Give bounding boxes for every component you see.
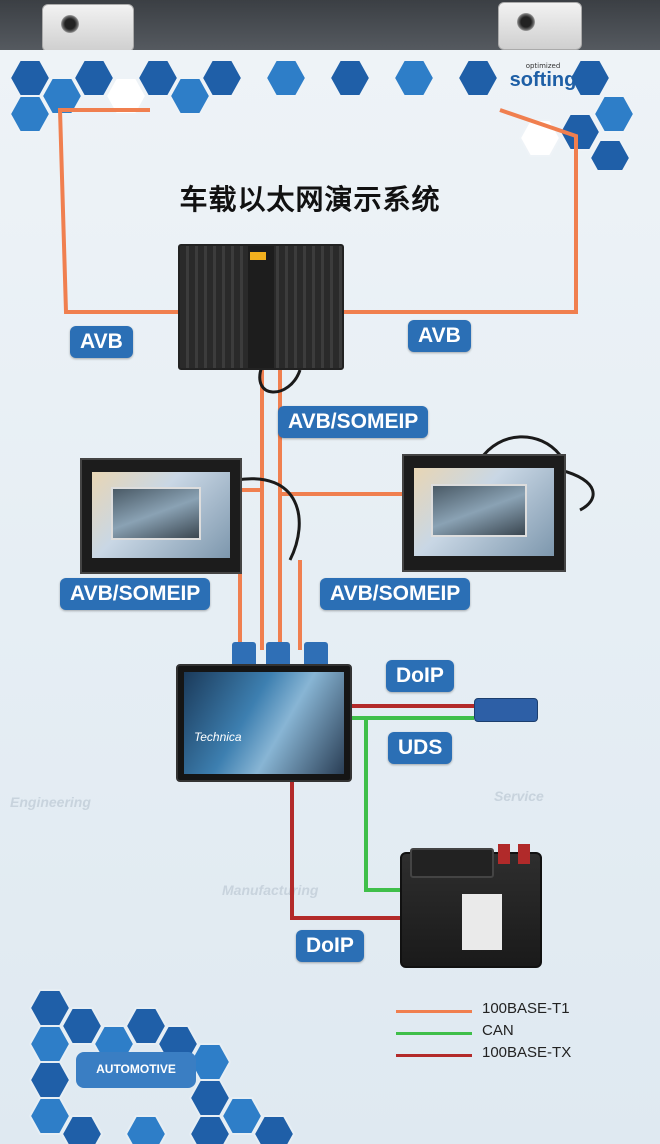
legend-label: CAN	[482, 1022, 514, 1039]
gateway-sticker	[250, 252, 266, 260]
ethernet-gateway-device	[178, 244, 344, 370]
hexagon-pattern-top	[8, 59, 636, 170]
label-avb-right: AVB	[408, 320, 471, 352]
bg-word-engineering: Engineering	[10, 794, 91, 810]
camera-left	[42, 4, 134, 52]
ecu-device	[400, 844, 542, 968]
display-screen-right	[402, 454, 566, 572]
connector-blue-3	[304, 642, 328, 668]
tablet-brand-text: Technica	[194, 730, 242, 744]
cable-black-left-screen	[235, 477, 301, 561]
wire-tx-to-ecu	[290, 778, 400, 920]
bg-word-manufacturing: Manufacturing	[222, 882, 319, 898]
screen-left-video	[111, 487, 201, 540]
label-doip-top: DoIP	[386, 660, 454, 692]
display-screen-left	[80, 458, 242, 574]
connector-blue-2	[266, 642, 290, 668]
logo-tagline: optimized	[525, 62, 561, 70]
bg-word-service: Service	[494, 788, 544, 804]
page-title: 车载以太网演示系统	[179, 183, 441, 216]
camera-right	[498, 2, 582, 50]
softing-logo: optimized softing	[506, 62, 580, 90]
label-avb-someip-left: AVB/SOMEIP	[60, 578, 211, 610]
label-doip-bottom: DoIP	[296, 930, 364, 962]
automotive-badge: AUTOMOTIVE	[76, 1052, 196, 1088]
legend-label: 100BASE-TX	[482, 1044, 572, 1061]
cable-black-gateway	[258, 365, 302, 394]
label-avb-someip-center: AVB/SOMEIP	[278, 406, 429, 438]
legend-label: 100BASE-T1	[482, 1000, 570, 1017]
automotive-title: AUTOMOTIVE	[96, 1062, 176, 1076]
label-avb-left: AVB	[70, 326, 133, 358]
cable-black-right-top	[478, 435, 562, 461]
ecu-label-tag	[462, 894, 502, 950]
logo-brand: softing	[509, 69, 577, 91]
technica-tablet: Technica	[176, 664, 352, 782]
cable-black-right-screen	[559, 468, 595, 512]
legend-swatch-t1	[396, 1010, 472, 1013]
legend-swatch-tx	[396, 1054, 472, 1057]
label-avb-someip-right: AVB/SOMEIP	[320, 578, 471, 610]
wire-can-to-ecu	[364, 718, 400, 892]
label-uds: UDS	[388, 732, 453, 764]
wire-t1-left-loop	[57, 108, 178, 314]
can-dongle-device	[474, 698, 538, 722]
legend-swatch-can	[396, 1032, 472, 1035]
wire-t1-right-loop	[340, 108, 578, 314]
screen-right-video	[430, 483, 528, 538]
connector-blue-1	[232, 642, 256, 668]
